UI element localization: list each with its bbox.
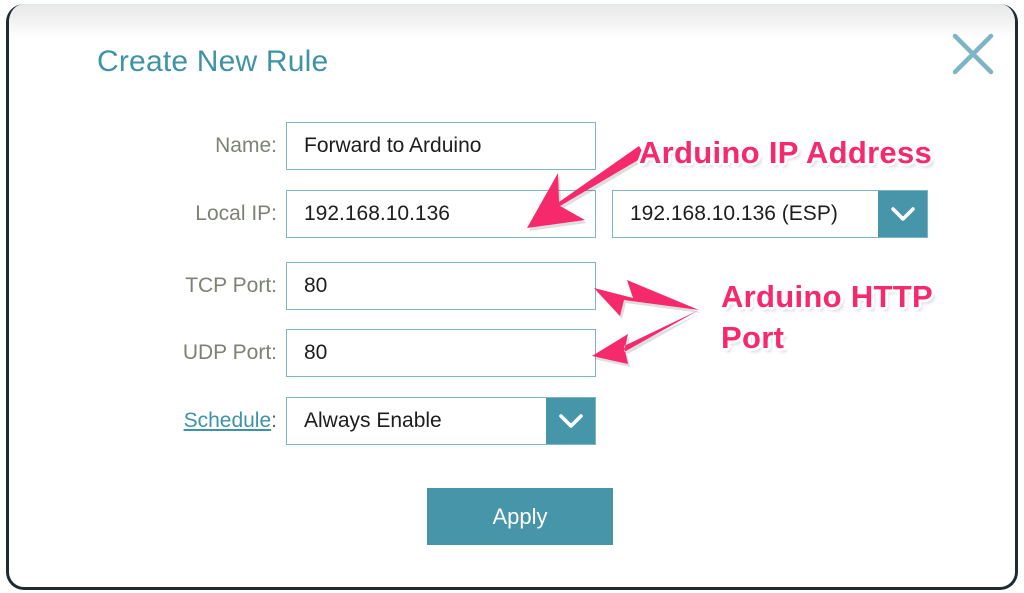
close-icon[interactable] [947, 28, 999, 80]
form-row-tcp-port: TCP Port: [9, 262, 1015, 310]
form-row-udp-port: UDP Port: [9, 329, 1015, 377]
close-x-glyph [952, 33, 994, 75]
dialog-window: Create New Rule Name: Local IP: 192.168.… [6, 4, 1018, 590]
form-row-name: Name: [9, 122, 1015, 170]
tcp-port-input[interactable] [286, 262, 596, 310]
apply-button[interactable]: Apply [427, 488, 613, 545]
schedule-link[interactable]: Schedule [183, 409, 272, 432]
annotation-arduino-ip-address: Arduino IP Address [639, 135, 933, 170]
schedule-colon: : [271, 409, 277, 432]
arrow-pointing-down-left-icon [527, 146, 647, 231]
label-schedule: Schedule: [69, 409, 277, 433]
label-tcp-port: TCP Port: [185, 274, 277, 297]
label-udp-port: UDP Port: [182, 341, 277, 364]
window-titlebar [9, 4, 1015, 38]
form-row-schedule: Schedule: Always Enable [9, 397, 1015, 445]
chevron-down-glyph [890, 207, 915, 221]
chevron-down-icon[interactable] [878, 191, 927, 237]
chevron-down-glyph [558, 414, 583, 428]
local-ip-select[interactable]: 192.168.10.136 (ESP) [612, 190, 928, 238]
name-input[interactable] [286, 122, 596, 170]
chevron-down-icon[interactable] [546, 398, 595, 444]
schedule-select[interactable]: Always Enable [286, 397, 596, 445]
form-row-local-ip: Local IP: 192.168.10.136 (ESP) [9, 190, 1015, 238]
label-local-ip: Local IP: [195, 202, 277, 225]
double-arrow-pointing-left-icon [592, 280, 701, 367]
schedule-select-value: Always Enable [304, 409, 442, 432]
annotation-arduino-http-port: Arduino HTTP Port [721, 279, 933, 355]
local-ip-select-value: 192.168.10.136 (ESP) [630, 202, 838, 225]
page-title: Create New Rule [97, 45, 329, 78]
udp-port-input[interactable] [286, 329, 596, 377]
label-name: Name: [215, 134, 277, 157]
